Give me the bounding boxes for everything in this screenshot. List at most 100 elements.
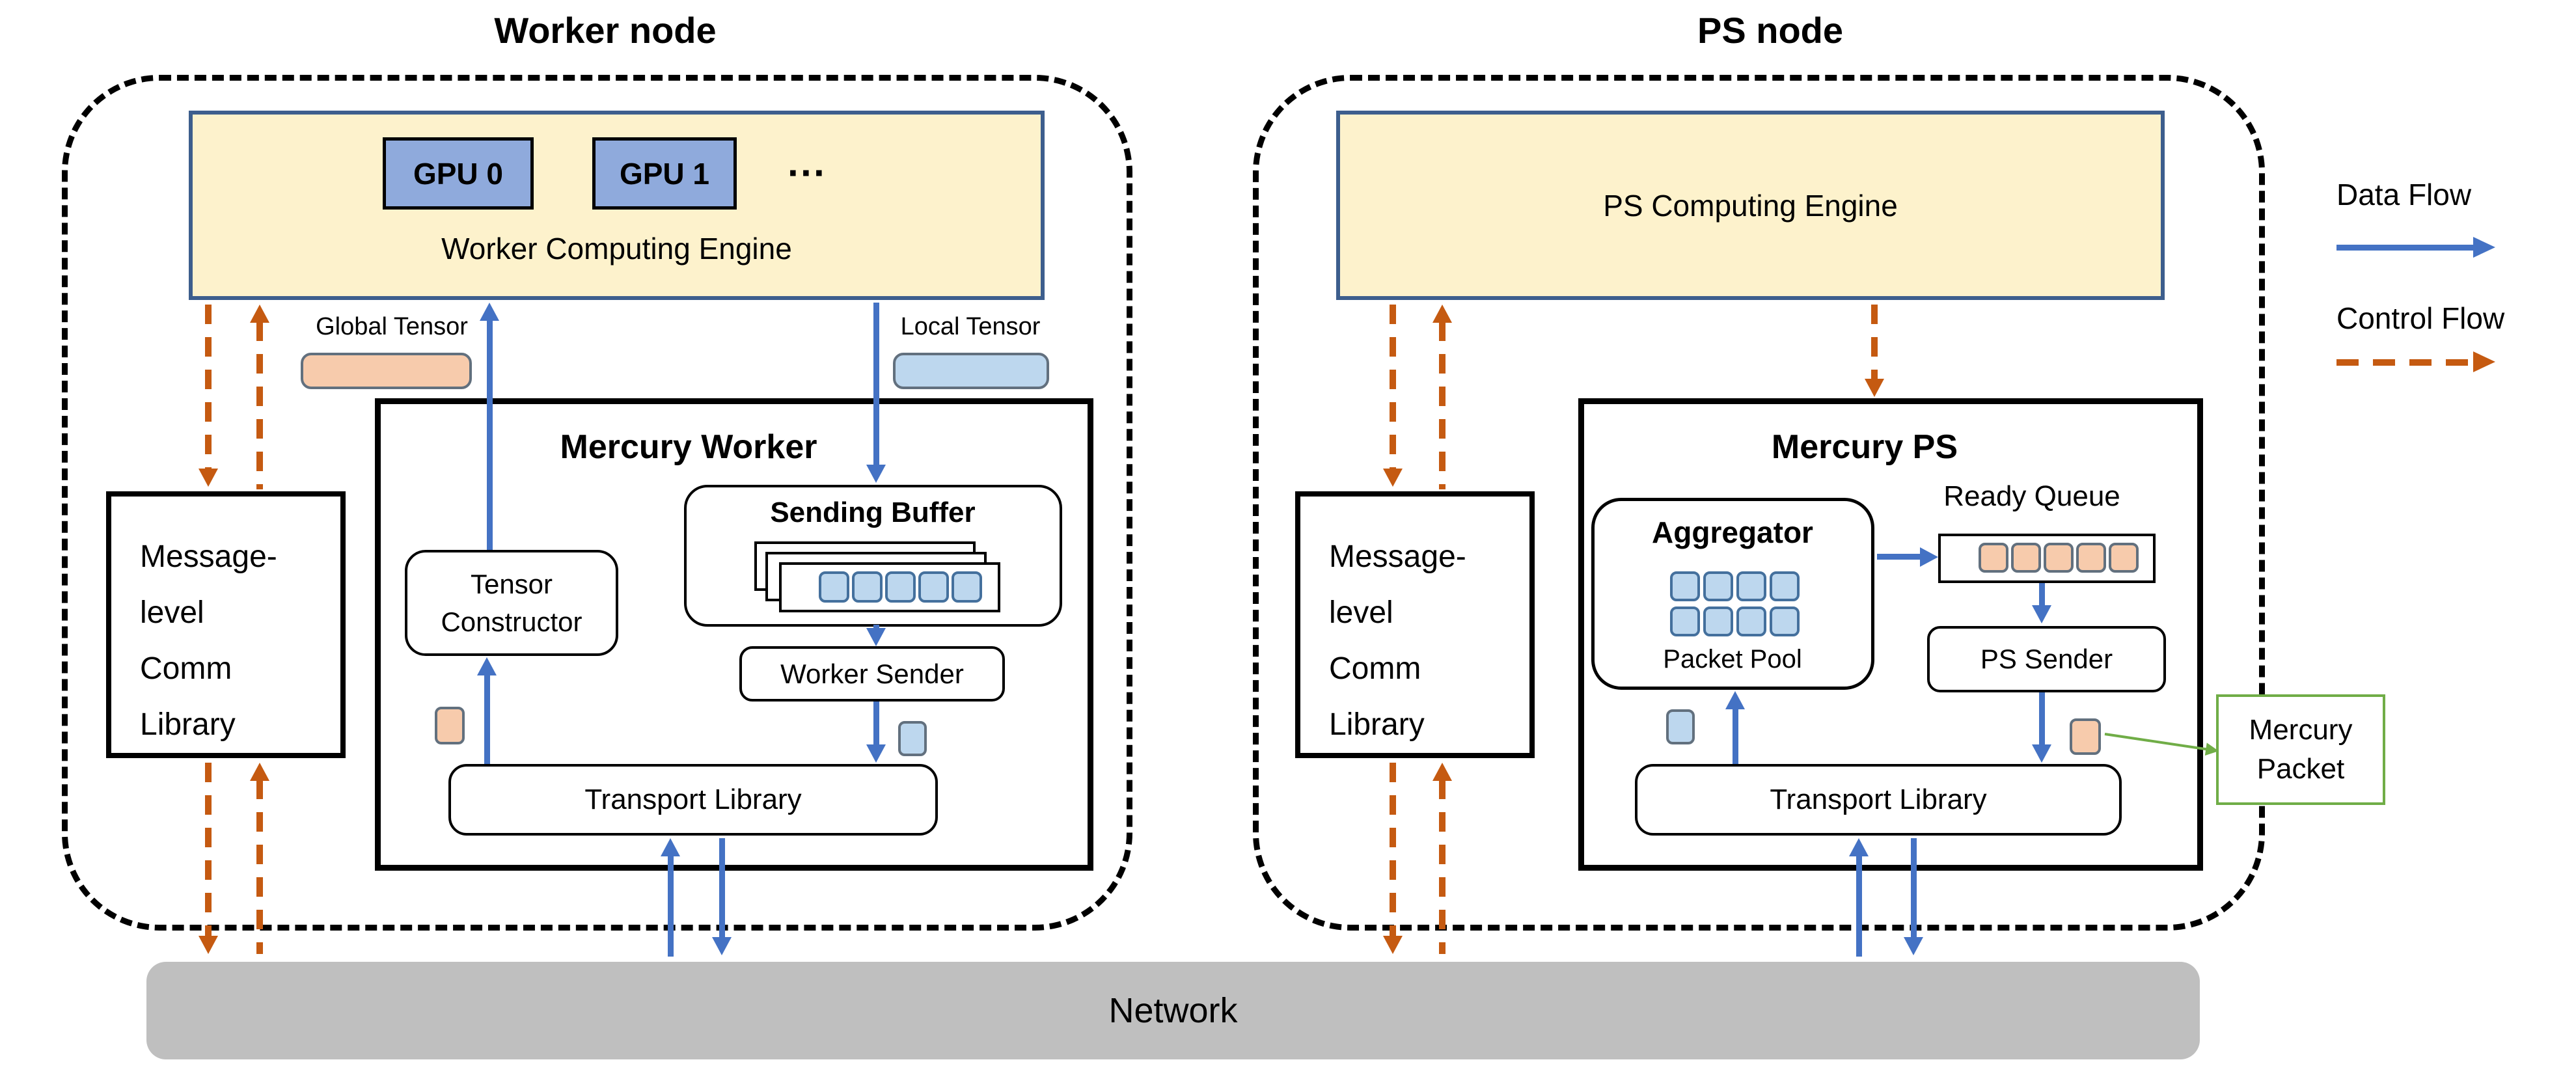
pool-cell [1770, 606, 1800, 636]
worker-transport-library: Transport Library [448, 764, 938, 836]
ps-ctrl-arrow-comm-to-network-head [1383, 936, 1403, 954]
ps-ctrl-arrow-engine-to-mercury-head [1865, 379, 1884, 397]
mercury-packet-box: Mercury Packet [2216, 694, 2385, 805]
worker-node-title: Worker node [494, 9, 717, 51]
mercury-packet-line1: Mercury [2249, 714, 2353, 746]
global-tensor-pill [301, 353, 472, 389]
queue-cell [2011, 543, 2041, 573]
pool-cell [1703, 571, 1733, 601]
buffer-cell [885, 571, 916, 603]
data-arrow-transport-to-aggregator-line [1733, 708, 1738, 764]
mercury-worker-box [375, 398, 1093, 871]
comm-lib-line: Comm [1329, 651, 1421, 686]
data-arrow-network-to-transport-line [668, 855, 674, 957]
ps-transport-library: Transport Library [1635, 764, 2122, 836]
comm-lib-line: Message- [1329, 539, 1466, 574]
data-arrow-engine-to-buffer-line [873, 303, 879, 465]
pool-cell [1736, 571, 1766, 601]
data-arrow-network-to-transport-head [661, 838, 680, 856]
data-arrow-constructor-to-engine-head [480, 303, 499, 321]
data-arrow-transport-to-network-line [719, 838, 725, 938]
ps-sender-box: PS Sender [1927, 626, 2166, 692]
legend-control-flow-label: Control Flow [2336, 301, 2505, 335]
pool-cell [1703, 606, 1733, 636]
queue-cell [2076, 543, 2106, 573]
worker-sender-box: Worker Sender [739, 646, 1005, 702]
data-arrow-transport-to-network-head [712, 937, 732, 955]
queue-cell [2109, 543, 2139, 573]
ps-blue-packet [1666, 709, 1695, 744]
pool-cell [1770, 571, 1800, 601]
comm-lib-line: level [140, 595, 204, 630]
gpu1-box: GPU 1 [592, 137, 737, 210]
tensor-constructor-box: Tensor Constructor [405, 550, 618, 656]
ps-ctrl-arrow-engine-to-comm-line [1390, 305, 1396, 469]
data-arrow-sender-to-transport-line [873, 702, 879, 746]
data-arrow-aggregator-to-queue-head [1920, 547, 1938, 567]
packet-pool-label: Packet Pool [1663, 644, 1802, 674]
worker-engine-label: Worker Computing Engine [441, 232, 792, 266]
sending-buffer-label: Sending Buffer [770, 497, 976, 528]
ps-data-arrow-network-to-transport-head [1849, 838, 1869, 856]
comm-lib-line: level [1329, 595, 1393, 630]
comm-lib-line: Library [140, 707, 236, 742]
ps-orange-packet [2070, 718, 2101, 755]
ps-ctrl-arrow-network-to-comm-line [1439, 780, 1446, 954]
ready-queue-label: Ready Queue [1943, 480, 2120, 512]
ctrl-arrow-network-to-comm-line [256, 780, 263, 954]
buffer-cell [819, 571, 849, 603]
data-arrow-engine-to-buffer-head [866, 465, 886, 483]
control-flow-legend-arrowhead [2473, 351, 2495, 372]
comm-lib-line: Library [1329, 707, 1425, 742]
ps-node-title: PS node [1697, 9, 1844, 51]
ps-ctrl-arrow-engine-to-comm-head [1383, 469, 1403, 487]
buffer-cell [952, 571, 982, 603]
pool-cell [1670, 571, 1700, 601]
data-arrow-queue-to-sender-line [2039, 583, 2045, 608]
ps-data-arrow-transport-to-network-line [1911, 838, 1917, 938]
gpu-ellipsis: ··· [788, 150, 827, 195]
ctrl-arrow-engine-to-comm-head [199, 469, 218, 487]
ps-ctrl-arrow-engine-to-mercury-line [1871, 305, 1878, 380]
tensor-constructor-line1: Tensor [470, 568, 553, 599]
local-tensor-pill [893, 353, 1049, 389]
worker-blue-packet [898, 721, 927, 756]
local-tensor-label: Local Tensor [900, 312, 1041, 340]
mercury-worker-title: Mercury Worker [560, 428, 817, 466]
ps-comm-library: Message- level Comm Library [1295, 491, 1535, 758]
ready-queue-cells [1979, 543, 2139, 573]
gpu0-box: GPU 0 [383, 137, 534, 210]
mercury-packet-line2: Packet [2256, 753, 2345, 785]
mercury-ps-title: Mercury PS [1771, 428, 1958, 466]
data-arrow-buffer-to-sender-head [866, 628, 886, 646]
packet-pool-cells [1670, 571, 1800, 636]
comm-lib-line: Comm [140, 651, 232, 686]
ps-computing-engine: PS Computing Engine [1336, 111, 2165, 300]
data-arrow-queue-to-sender-head [2032, 605, 2051, 623]
data-flow-legend-arrowhead [2473, 237, 2495, 258]
tensor-constructor-line2: Constructor [441, 606, 582, 637]
data-arrow-transport-to-constructor-line [484, 674, 490, 764]
worker-node-boundary [62, 75, 1132, 931]
pool-cell [1670, 606, 1700, 636]
control-flow-legend-line [2336, 359, 2474, 366]
legend-data-flow-label: Data Flow [2336, 178, 2472, 211]
ps-ctrl-arrow-comm-to-network-line [1390, 763, 1396, 936]
global-tensor-label: Global Tensor [316, 312, 468, 340]
ps-data-arrow-transport-to-network-head [1904, 937, 1923, 955]
ctrl-arrow-engine-to-comm-line [205, 305, 212, 469]
queue-cell [1979, 543, 2008, 573]
ctrl-arrow-comm-to-network-line [205, 763, 212, 936]
sending-buffer-cells [819, 571, 982, 603]
pool-cell [1736, 606, 1766, 636]
data-arrow-transport-to-constructor-head [477, 657, 497, 675]
data-flow-legend-line [2336, 245, 2474, 251]
data-arrow-pssender-to-transport-head [2032, 744, 2051, 763]
ps-data-arrow-network-to-transport-line [1856, 855, 1862, 957]
queue-cell [2044, 543, 2074, 573]
buffer-cell [852, 571, 883, 603]
comm-lib-line: Message- [140, 539, 277, 574]
ctrl-arrow-comm-to-engine-head [250, 305, 269, 323]
ps-node-boundary [1253, 75, 2265, 931]
